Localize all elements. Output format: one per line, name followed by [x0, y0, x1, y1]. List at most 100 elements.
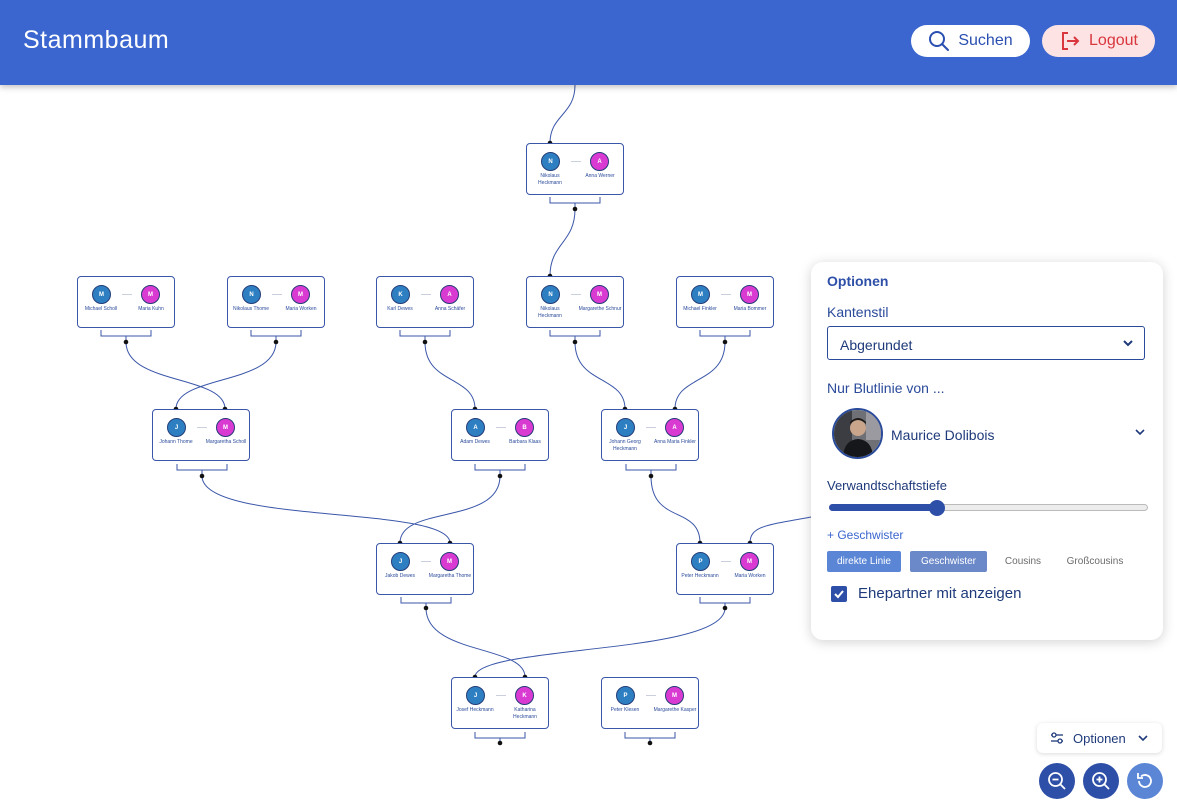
female-avatar[interactable]: M: [665, 686, 684, 705]
female-name: Barbara Klaas: [509, 439, 541, 445]
male-avatar[interactable]: J: [167, 418, 186, 437]
male-avatar[interactable]: P: [691, 552, 710, 571]
male-name: Karl Dewes: [387, 306, 413, 312]
female-avatar[interactable]: A: [665, 418, 684, 437]
female-avatar[interactable]: M: [590, 285, 609, 304]
app-title: Stammbaum: [23, 26, 170, 54]
search-button[interactable]: Suchen: [911, 25, 1030, 57]
female-avatar[interactable]: M: [141, 285, 160, 304]
person-select[interactable]: Maurice Dolibois: [827, 406, 1147, 460]
spouse-checkbox-label: Ehepartner mit anzeigen: [858, 585, 1022, 602]
options-toggle-button[interactable]: Optionen: [1037, 723, 1162, 753]
app-header: Stammbaum Suchen Logout: [0, 0, 1177, 85]
slider-fill: [829, 504, 938, 511]
couple-node[interactable]: N M Nikolaus Heckmann Margarethe Schnur: [526, 276, 624, 328]
male-avatar[interactable]: J: [466, 686, 485, 705]
female-name: Maria Worken: [734, 573, 766, 579]
female-avatar[interactable]: M: [740, 552, 759, 571]
partner-connector: [571, 294, 581, 295]
partner-connector: [721, 294, 731, 295]
couple-node[interactable]: N A Nikolaus Heckmann Anna Werner: [526, 143, 624, 195]
add-siblings-link[interactable]: + Geschwister: [827, 528, 904, 542]
logout-button-label: Logout: [1089, 32, 1138, 49]
edge-style-select[interactable]: Abgerundet: [827, 326, 1145, 360]
level-chip-cousins[interactable]: Cousins: [1004, 556, 1042, 567]
male-avatar[interactable]: N: [242, 285, 261, 304]
female-avatar[interactable]: A: [590, 152, 609, 171]
female-name: Maria Worken: [285, 306, 317, 312]
zoom-in-button[interactable]: [1083, 763, 1119, 799]
male-avatar[interactable]: P: [616, 686, 635, 705]
sliders-icon: [1051, 732, 1063, 744]
male-name: Michael Finkler: [683, 306, 717, 312]
zoom-in-icon: [1092, 772, 1110, 790]
male-name: Adam Dewes: [460, 439, 490, 445]
chevron-down-icon: [1138, 735, 1148, 742]
depth-slider[interactable]: [829, 500, 1149, 516]
female-avatar[interactable]: M: [291, 285, 310, 304]
male-name: Michael Scholl: [84, 306, 118, 312]
female-name: Margarethe Kasper: [653, 707, 697, 713]
female-name: Anna Werner: [585, 173, 615, 179]
male-avatar[interactable]: A: [466, 418, 485, 437]
male-avatar[interactable]: J: [616, 418, 635, 437]
level-chip-direct[interactable]: direkte Linie: [827, 551, 901, 572]
person-photo: [834, 410, 881, 457]
female-name: Anna Maria Finkler: [654, 439, 696, 445]
person-name: Maurice Dolibois: [891, 427, 995, 443]
chevron-down-icon: [1123, 340, 1133, 347]
logout-icon: [1062, 32, 1080, 50]
slider-thumb[interactable]: [929, 500, 946, 516]
female-avatar[interactable]: A: [440, 285, 459, 304]
partner-connector: [646, 695, 656, 696]
male-avatar[interactable]: N: [541, 152, 560, 171]
male-avatar[interactable]: K: [391, 285, 410, 304]
female-avatar[interactable]: M: [740, 285, 759, 304]
level-chip-siblings[interactable]: Geschwister: [910, 551, 987, 572]
edge-style-value: Abgerundet: [840, 337, 913, 353]
female-name: Margaretha Thome: [428, 573, 472, 579]
male-name: Nikolaus Heckmann: [538, 173, 562, 186]
male-name: Nikolaus Heckmann: [538, 306, 562, 319]
reset-view-button[interactable]: [1127, 763, 1163, 799]
level-chip-second-cousins[interactable]: Großcousins: [1066, 556, 1124, 567]
female-name: Anna Schäfer: [434, 306, 466, 312]
options-toggle-label: Optionen: [1073, 731, 1126, 746]
male-name: Jakob Dewes: [384, 573, 415, 579]
spouse-checkbox[interactable]: [831, 586, 847, 602]
female-name: Margarethe Schnur: [578, 306, 622, 312]
couple-node[interactable]: J A Johann Georg Heckmann Anna Maria Finkle…: [601, 409, 699, 461]
zoom-out-button[interactable]: [1039, 763, 1075, 799]
chevron-down-icon: [1135, 429, 1145, 436]
partner-connector: [421, 561, 431, 562]
male-avatar[interactable]: J: [391, 552, 410, 571]
partner-connector: [197, 427, 207, 428]
male-avatar[interactable]: M: [92, 285, 111, 304]
male-avatar[interactable]: M: [691, 285, 710, 304]
female-avatar[interactable]: B: [515, 418, 534, 437]
partner-connector: [721, 561, 731, 562]
logout-button[interactable]: Logout: [1042, 25, 1155, 57]
female-avatar[interactable]: M: [216, 418, 235, 437]
bloodline-label: Nur Blutlinie von ...: [827, 380, 945, 396]
partner-connector: [646, 427, 656, 428]
female-avatar[interactable]: M: [440, 552, 459, 571]
male-avatar[interactable]: N: [541, 285, 560, 304]
zoom-out-icon: [1048, 772, 1066, 790]
partner-connector: [496, 427, 506, 428]
partner-connector: [122, 294, 132, 295]
couple-node[interactable]: J M Jakob Dewes Margaretha Thome: [376, 543, 474, 595]
edge-style-label: Kantenstil: [827, 304, 889, 320]
couple-node[interactable]: A B Adam Dewes Barbara Klaas: [451, 409, 549, 461]
female-avatar[interactable]: K: [515, 686, 534, 705]
male-name: Johann Georg Heckmann: [609, 439, 641, 452]
couple-node[interactable]: K A Karl Dewes Anna Schäfer: [376, 276, 474, 328]
